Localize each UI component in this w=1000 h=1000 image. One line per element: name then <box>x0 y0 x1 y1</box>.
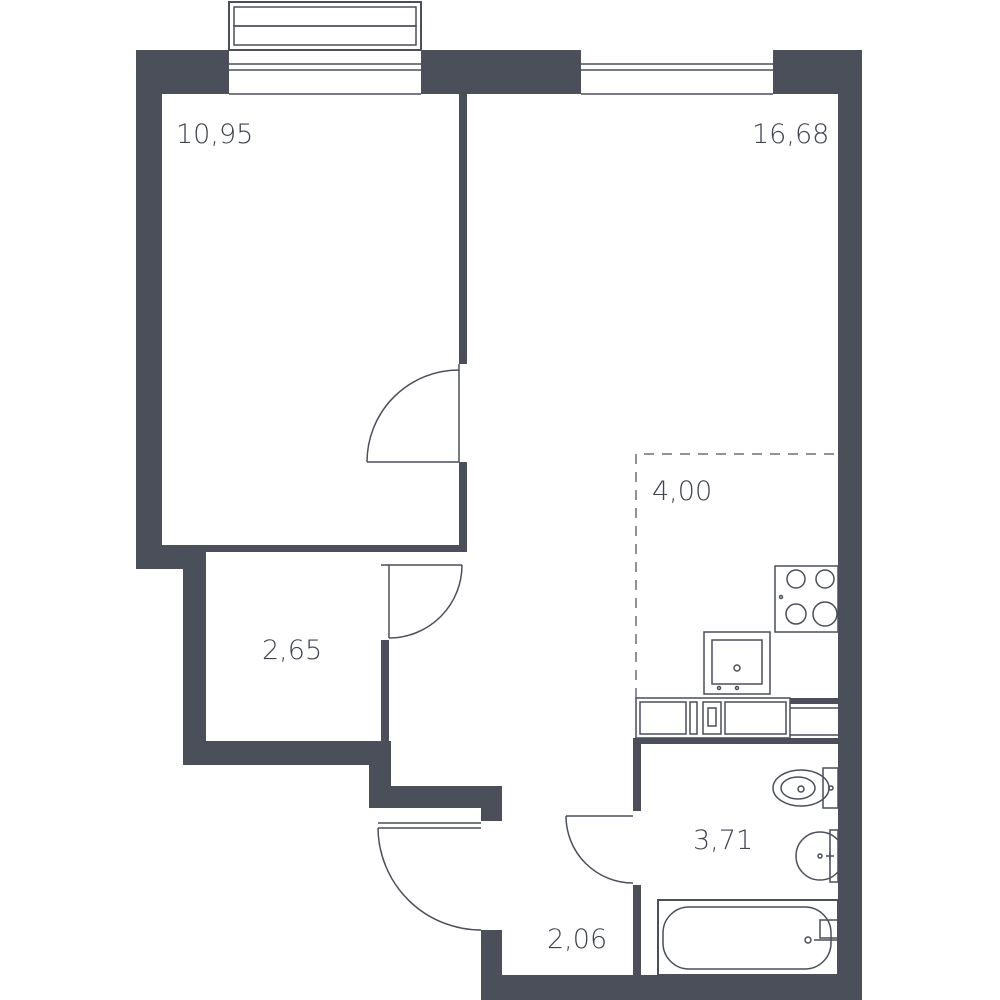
bedroom-area-label: 10,95 <box>176 119 253 150</box>
window-icon <box>790 707 838 736</box>
window-icon <box>229 63 421 95</box>
bathtub-icon <box>657 899 839 976</box>
door-swing-icon <box>366 364 460 463</box>
living-room-area-label: 16,68 <box>752 119 829 150</box>
walls <box>136 50 862 1000</box>
door-swing-icon <box>377 822 482 931</box>
toilet-icon <box>772 767 839 809</box>
storage-area-label: 2,65 <box>262 635 322 666</box>
sink-icon <box>703 631 771 695</box>
kitchen-zone-boundary <box>635 453 838 698</box>
balcony-icon <box>228 1 422 51</box>
hallway-area-label: 2,06 <box>547 924 607 955</box>
stove-icon <box>774 565 839 633</box>
kitchen-zone-area-label: 4,00 <box>652 476 712 507</box>
bathroom-area-label: 3,71 <box>693 825 753 856</box>
washbasin-icon <box>795 829 845 883</box>
door-swing-icon <box>565 815 634 884</box>
door-swing-icon <box>381 564 463 639</box>
kitchen-counter-icon <box>635 697 791 739</box>
window-icon <box>581 63 773 95</box>
